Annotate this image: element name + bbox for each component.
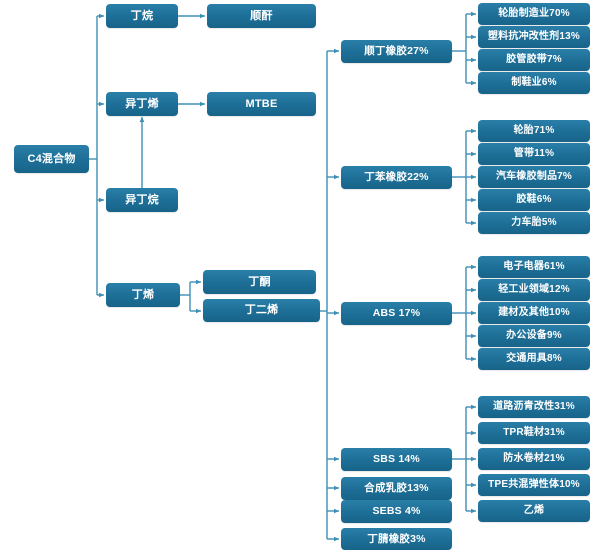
node-butadiene[interactable]: 丁二烯 (203, 299, 320, 322)
node-product-sbs[interactable]: SBS 14% (341, 448, 452, 471)
node-isobutane[interactable]: 异丁烷 (106, 188, 178, 212)
node-butene[interactable]: 丁烯 (106, 283, 180, 307)
node-app-tpr-shoe-material[interactable]: TPR鞋材31% (478, 422, 590, 444)
node-app-bicycle-tire[interactable]: 力车胎5% (478, 212, 590, 234)
node-app-tire-manufacturing[interactable]: 轮胎制造业70% (478, 3, 590, 25)
node-product-nbr[interactable]: 丁腈橡胶3% (341, 528, 452, 550)
node-app-pipe-belt[interactable]: 管带11% (478, 143, 590, 165)
node-app-tire[interactable]: 轮胎71% (478, 120, 590, 142)
node-app-electronics[interactable]: 电子电器61% (478, 256, 590, 278)
node-app-waterproof-membrane[interactable]: 防水卷材21% (478, 448, 590, 470)
node-product-synthetic-latex[interactable]: 合成乳胶13% (341, 477, 452, 500)
node-app-hose-belt[interactable]: 胶管胶带7% (478, 49, 590, 71)
node-root-c4-mixture[interactable]: C4混合物 (14, 145, 89, 173)
node-mtbe[interactable]: MTBE (207, 92, 316, 116)
node-isobutylene[interactable]: 异丁烯 (106, 92, 178, 116)
node-product-sbr[interactable]: 丁苯橡胶22% (341, 166, 452, 189)
node-app-office-equipment[interactable]: 办公设备9% (478, 325, 590, 347)
node-product-sebs[interactable]: SEBS 4% (341, 500, 452, 523)
node-app-plastic-impact-modifier[interactable]: 塑料抗冲改性剂13% (478, 26, 590, 48)
node-product-butadiene-rubber[interactable]: 顺丁橡胶27% (341, 40, 452, 63)
node-maleic-anhydride[interactable]: 顺酐 (207, 4, 316, 28)
node-app-auto-rubber-products[interactable]: 汽车橡胶制品7% (478, 166, 590, 188)
node-app-road-asphalt-modification[interactable]: 道路沥青改性31% (478, 396, 590, 418)
node-product-abs[interactable]: ABS 17% (341, 302, 452, 325)
node-app-light-industry[interactable]: 轻工业领域12% (478, 279, 590, 301)
node-app-tpe-blend-elastomer[interactable]: TPE共混弹性体10% (478, 474, 590, 496)
node-app-shoemaking[interactable]: 制鞋业6% (478, 72, 590, 94)
node-butane[interactable]: 丁烷 (106, 4, 178, 28)
node-butanone[interactable]: 丁酮 (203, 270, 316, 294)
node-app-rubber-shoes[interactable]: 胶鞋6% (478, 189, 590, 211)
node-app-ethylene[interactable]: 乙烯 (478, 500, 590, 522)
node-app-transport-tools[interactable]: 交通用具8% (478, 348, 590, 370)
node-app-building-materials[interactable]: 建材及其他10% (478, 302, 590, 324)
